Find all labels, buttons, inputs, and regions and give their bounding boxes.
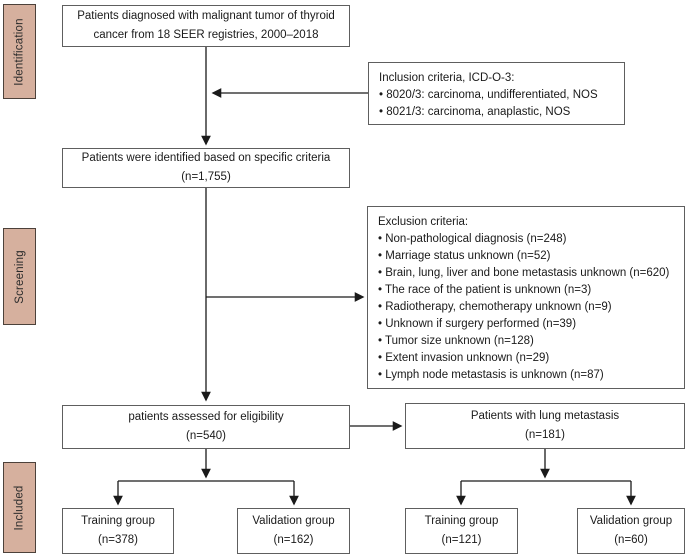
stage-label-included: Included [3, 462, 36, 553]
box-identified-line1: Patients were identified based on specif… [81, 152, 331, 164]
exclusion-item: Marriage status unknown (n=52) [378, 248, 674, 265]
exclusion-list: Non-pathological diagnosis (n=248) Marri… [378, 231, 674, 384]
box-diagnosed-line2: cancer from 18 SEER registries, 2000–201… [93, 29, 319, 41]
box-lung-line1: Patients with lung metastasis [470, 410, 620, 422]
validation-lung-count: (n=60) [614, 534, 648, 546]
exclusion-item: The race of the patient is unknown (n=3) [378, 282, 674, 299]
exclusion-title: Exclusion criteria: [378, 216, 469, 228]
box-diagnosed-line1: Patients diagnosed with malignant tumor … [77, 10, 335, 22]
stage-label-identification: Identification [3, 4, 36, 99]
stage-label-identification-text: Identification [13, 17, 26, 86]
stage-label-screening: Screening [3, 228, 36, 325]
exclusion-item: Lymph node metastasis is unknown (n=87) [378, 367, 674, 384]
stage-label-included-text: Included [13, 484, 26, 531]
box-validation-group-eligibility: Validation group (n=162) [237, 508, 350, 554]
box-assessed-eligibility: patients assessed for eligibility (n=540… [62, 405, 350, 449]
exclusion-item: Brain, lung, liver and bone metastasis u… [378, 265, 674, 282]
box-diagnosed-patients: Patients diagnosed with malignant tumor … [62, 5, 350, 47]
validation-lung-label: Validation group [589, 515, 673, 527]
exclusion-item: Unknown if surgery performed (n=39) [378, 316, 674, 333]
training-eligibility-label: Training group [81, 515, 155, 527]
inclusion-item: 8021/3: carcinoma, anaplastic, NOS [379, 104, 614, 121]
validation-eligibility-label: Validation group [252, 515, 335, 527]
box-training-group-lung: Training group (n=121) [405, 508, 518, 554]
box-training-group-eligibility: Training group (n=378) [62, 508, 174, 554]
box-eligibility-count: (n=540) [186, 430, 226, 442]
stage-label-screening-text: Screening [13, 249, 26, 304]
training-eligibility-count: (n=378) [98, 534, 138, 546]
box-identified-count: (n=1,755) [181, 171, 231, 183]
inclusion-title: Inclusion criteria, ICD-O-3: [379, 72, 515, 84]
box-identified-patients: Patients were identified based on specif… [62, 148, 350, 188]
validation-eligibility-count: (n=162) [273, 534, 314, 546]
inclusion-item: 8020/3: carcinoma, undifferentiated, NOS [379, 87, 614, 104]
box-eligibility-line1: patients assessed for eligibility [128, 411, 284, 423]
box-lung-count: (n=181) [525, 429, 565, 441]
box-exclusion-criteria: Exclusion criteria: Non-pathological dia… [367, 206, 685, 389]
training-lung-count: (n=121) [441, 534, 482, 546]
exclusion-item: Tumor size unknown (n=128) [378, 333, 674, 350]
box-lung-metastasis: Patients with lung metastasis (n=181) [405, 403, 685, 449]
exclusion-item: Non-pathological diagnosis (n=248) [378, 231, 674, 248]
box-inclusion-criteria: Inclusion criteria, ICD-O-3: 8020/3: car… [368, 62, 625, 125]
exclusion-item: Radiotherapy, chemotherapy unknown (n=9) [378, 299, 674, 316]
training-lung-label: Training group [424, 515, 499, 527]
exclusion-item: Extent invasion unknown (n=29) [378, 350, 674, 367]
box-validation-group-lung: Validation group (n=60) [577, 508, 685, 554]
inclusion-list: 8020/3: carcinoma, undifferentiated, NOS… [379, 87, 614, 121]
